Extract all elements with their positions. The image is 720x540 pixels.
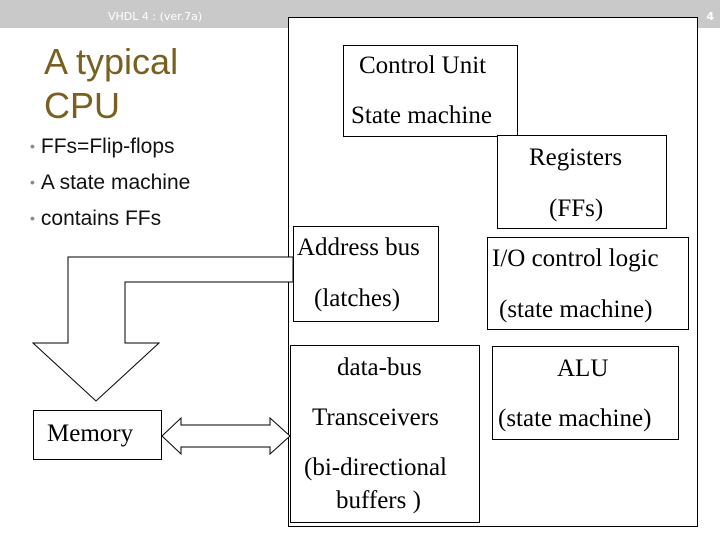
registers-label: Registers bbox=[529, 144, 623, 171]
bullet-list: • FFs=Flip-flops • A state machine • contai… bbox=[30, 130, 190, 238]
io-control-label: I/O control logic bbox=[492, 245, 659, 272]
bullet-icon: • bbox=[30, 174, 35, 190]
control-unit-box bbox=[343, 45, 518, 137]
bullet-text: A state machine bbox=[40, 171, 191, 194]
alu-box bbox=[492, 346, 679, 440]
bullet-icon: • bbox=[30, 210, 35, 226]
transceivers-label: Transceivers bbox=[312, 404, 439, 431]
bullet-item: • A state machine bbox=[30, 166, 190, 202]
memory-label: Memory bbox=[47, 420, 134, 447]
address-bus-sublabel: (latches) bbox=[314, 285, 401, 312]
bullet-item: • FFs=Flip-flops bbox=[30, 130, 190, 166]
io-control-sublabel: (state machine) bbox=[499, 296, 653, 323]
address-bus-box bbox=[293, 226, 439, 322]
data-bus-box bbox=[290, 345, 480, 523]
registers-box bbox=[497, 135, 667, 229]
io-control-box bbox=[487, 237, 689, 330]
slide-title-line1: A typical bbox=[44, 41, 179, 82]
bullet-text: contains FFs bbox=[40, 207, 162, 230]
page-number: 4 bbox=[706, 10, 714, 23]
address-bus-arrow bbox=[31, 256, 294, 402]
bullet-icon: • bbox=[30, 138, 35, 154]
data-bus-double-arrow bbox=[161, 416, 291, 456]
control-unit-sublabel: State machine bbox=[351, 102, 492, 129]
memory-box bbox=[33, 410, 162, 460]
alu-sublabel: (state machine) bbox=[498, 405, 652, 432]
control-unit-label: Control Unit bbox=[359, 52, 487, 79]
slide-title-line2: CPU bbox=[44, 85, 121, 126]
bullet-text: FFs=Flip-flops bbox=[40, 135, 175, 158]
address-bus-label: Address bus bbox=[297, 234, 420, 261]
data-bus-label: data-bus bbox=[337, 354, 422, 381]
bullet-item: • contains FFs bbox=[30, 202, 190, 238]
slide-title: A typical CPU bbox=[44, 40, 178, 128]
buffers-label: buffers ) bbox=[336, 487, 421, 514]
bidirectional-label: (bi-directional bbox=[304, 454, 447, 481]
course-label: VHDL 4 : (ver.7a) bbox=[108, 10, 203, 23]
registers-sublabel: (FFs) bbox=[549, 195, 604, 222]
alu-label: ALU bbox=[557, 355, 609, 382]
